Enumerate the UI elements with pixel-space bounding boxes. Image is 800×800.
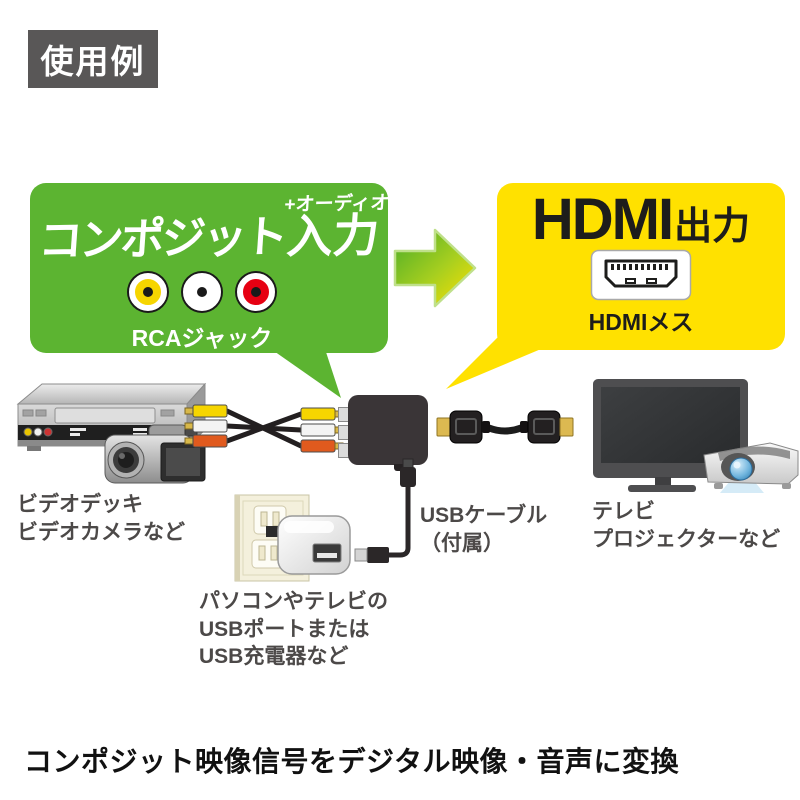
rca-jack-red-icon: [237, 273, 275, 311]
hdmi-output-bubble: HDMI 出力 HDMIメス: [497, 183, 785, 350]
rca-jacks-row: [30, 273, 374, 311]
usage-example-badge: 使用例: [28, 30, 158, 88]
projector-illustration: [703, 442, 799, 493]
composite-title-suffix: 入力: [285, 209, 381, 263]
hdmi-output-title: HDMI 出力: [532, 191, 750, 249]
hdmi-connector-icon: [590, 249, 692, 301]
usb-cable-label: USBケーブル （付属）: [420, 504, 548, 555]
hdmi-title-suffix: 出力: [674, 206, 751, 248]
tv-stand-base: [628, 485, 696, 492]
converter-illustration: [348, 395, 428, 465]
display-device-label: テレビ プロジェクターなど: [592, 500, 781, 551]
hdmi-title-main: HDMI: [531, 187, 674, 252]
tv-stand-neck: [655, 477, 671, 486]
converter-usb-port-icon: [394, 464, 407, 471]
usb-cable-illustration: [354, 458, 416, 563]
hdmi-cable-illustration: [436, 410, 574, 444]
rca-jack-yellow-icon: [129, 273, 167, 311]
composite-input-title: コンポジット +オーディオ 入力: [27, 180, 391, 266]
footer-caption: コンポジット映像信号をデジタル映像・音声に変換: [24, 746, 679, 777]
rca-jack-caption: RCAジャック: [131, 325, 273, 351]
composite-title-main: コンポジット: [36, 212, 287, 266]
rca-cable-illustration: [184, 404, 344, 453]
hdmi-female-caption: HDMIメス: [588, 309, 694, 335]
source-device-label: ビデオデッキ ビデオカメラなど: [17, 493, 185, 544]
audio-superscript: +オーディオ: [283, 192, 391, 216]
conversion-arrow-icon: [393, 228, 477, 308]
usage-example-label: 使用例: [40, 43, 146, 80]
composite-input-bubble: コンポジット +オーディオ 入力 RCAジャック: [27, 180, 391, 353]
rca-jack-white-icon: [183, 273, 221, 311]
camcorder-illustration: [104, 424, 206, 484]
tv-screen: [601, 387, 740, 463]
wall-outlet-illustration: [234, 494, 351, 582]
usb-charger-illustration: [266, 515, 351, 575]
power-source-label: パソコンやテレビの USBポートまたは USB充電器など: [199, 590, 388, 669]
